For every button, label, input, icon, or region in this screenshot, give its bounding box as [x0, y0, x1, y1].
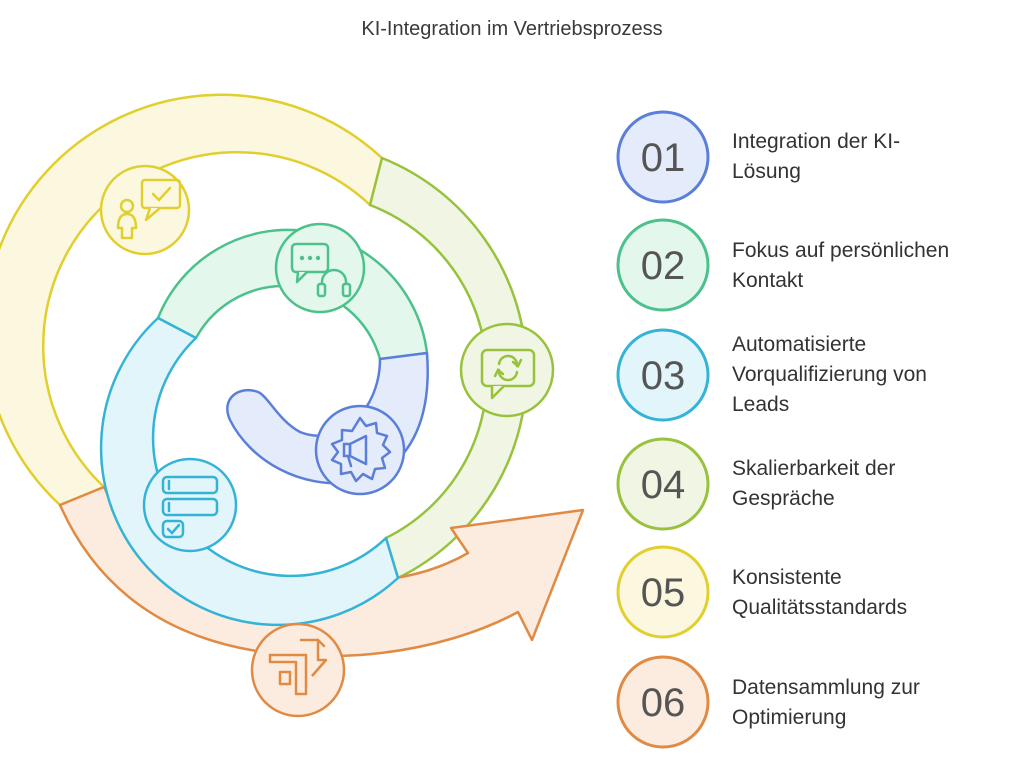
spiral-segment-05	[0, 93, 384, 507]
step-label-06: Datensammlung zur Optimierung	[732, 676, 920, 729]
list-check-icon	[142, 457, 238, 553]
route-arrows-icon	[250, 622, 346, 718]
svg-text:02: 02	[641, 244, 686, 288]
step-label-03: Automatisierte Vorqualifizierung von Lea…	[732, 333, 927, 416]
step-number-01: 01	[616, 110, 710, 204]
svg-text:05: 05	[641, 571, 686, 615]
svg-text:03: 03	[641, 354, 686, 398]
step-number-05: 05	[616, 545, 710, 639]
chat-headset-icon	[274, 222, 366, 314]
step-number-03: 03	[616, 328, 710, 422]
svg-text:01: 01	[641, 136, 686, 180]
step-label-05: Konsistente Qualitätsstandards	[732, 566, 908, 619]
refresh-speech-icon	[459, 322, 555, 418]
svg-text:06: 06	[641, 681, 686, 725]
step-number-06: 06	[616, 655, 710, 749]
step-label-02: Fokus auf persönlichen Kontakt	[732, 239, 950, 292]
step-label-04: Skalierbarkeit der Gespräche	[732, 457, 896, 510]
svg-text:04: 04	[641, 463, 686, 507]
gear-megaphone-icon	[314, 404, 406, 496]
person-approval-icon	[99, 164, 191, 256]
step-number-04: 04	[616, 437, 710, 531]
step-label-01: Integration der KI- Lösung	[732, 130, 901, 183]
step-number-02: 02	[616, 218, 710, 312]
diagram-title: KI-Integration im Vertriebsprozess	[361, 18, 663, 40]
